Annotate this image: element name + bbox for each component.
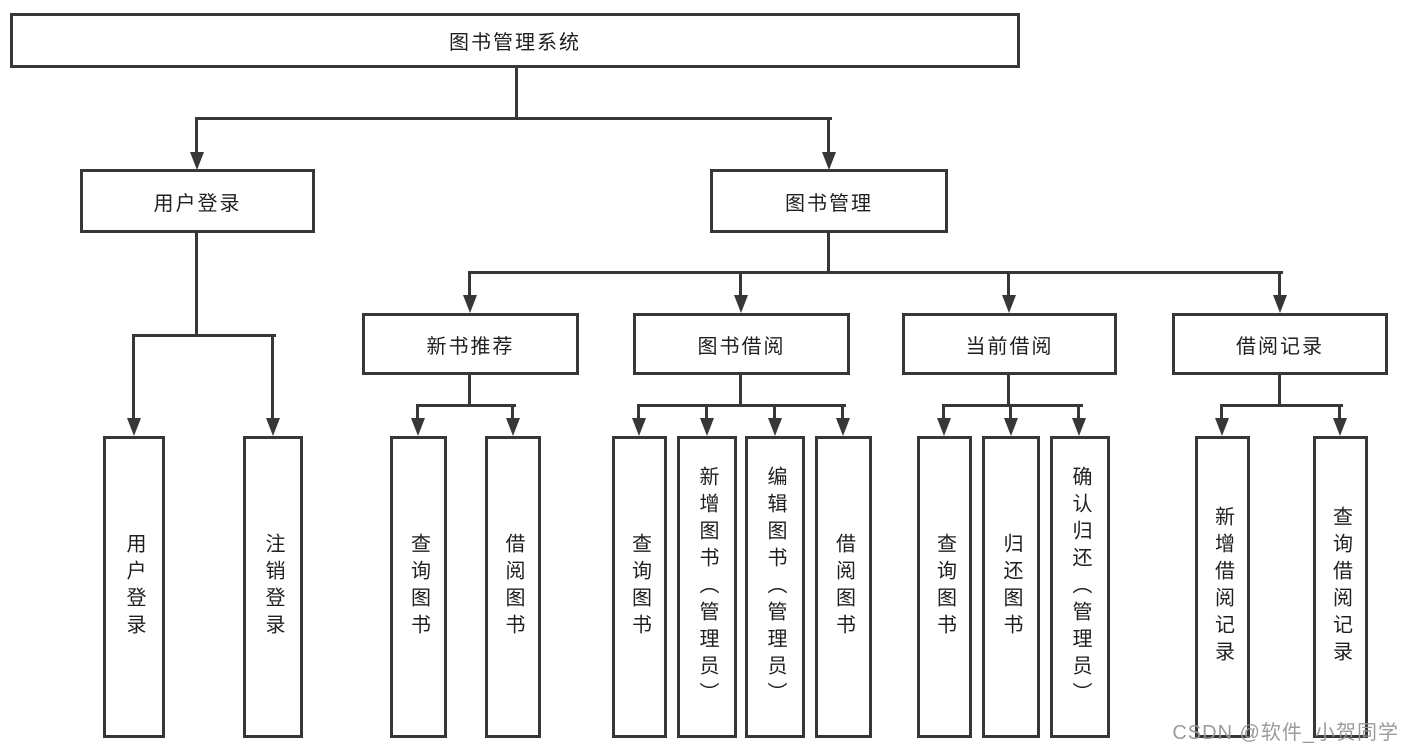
leaf-query-books-recommend: 查询图书 (390, 436, 447, 738)
arrow-down-icon (266, 418, 280, 436)
edge-stub (705, 404, 708, 420)
arrow-down-icon (836, 418, 850, 436)
edge-book-borrow-rail (637, 404, 846, 407)
arrow-down-icon (632, 418, 646, 436)
leaf-label: 借阅图书 (502, 533, 524, 641)
node-label: 用户登录 (153, 192, 242, 215)
edge-to-current-borrow (1007, 271, 1010, 297)
leaf-label: 用户登录 (123, 533, 145, 641)
arrow-down-icon (190, 152, 204, 170)
leaf-label: 确认归还（管理员） (1069, 465, 1091, 709)
arrow-down-icon (734, 295, 748, 313)
leaf-label: 编辑图书（管理员） (764, 465, 786, 709)
edge-stub (841, 404, 844, 420)
edge-to-book-borrow (739, 271, 742, 297)
edge-stub (511, 404, 514, 420)
leaf-label: 归还图书 (1000, 533, 1022, 641)
edge-new-book-drop (468, 375, 471, 407)
edge-book-mgmt-rail (468, 271, 1283, 274)
leaf-query-books-borrowing: 查询图书 (612, 436, 667, 738)
edge-to-leaf-login (132, 334, 135, 420)
leaf-label: 查询图书 (628, 533, 651, 641)
edge-to-book-management (827, 117, 830, 154)
edge-stub (1338, 404, 1341, 420)
arrow-down-icon (1004, 418, 1018, 436)
edge-to-borrow-record (1278, 271, 1281, 297)
arrow-down-icon (506, 418, 520, 436)
arrow-down-icon (937, 418, 951, 436)
edge-stub (1220, 404, 1223, 420)
leaf-label: 查询借阅记录 (1329, 506, 1352, 668)
arrow-down-icon (700, 418, 714, 436)
arrow-down-icon (1215, 418, 1229, 436)
leaf-borrow-books-recommend: 借阅图书 (485, 436, 541, 738)
node-label: 新书推荐 (426, 335, 515, 358)
leaf-user-login: 用户登录 (103, 436, 165, 738)
node-new-book-recommendation: 新书推荐 (362, 313, 579, 375)
leaf-add-books-admin: 新增图书（管理员） (677, 436, 737, 738)
edge-to-user-login (195, 117, 198, 154)
edge-borrow-record-drop (1278, 375, 1281, 407)
node-label: 借阅记录 (1236, 335, 1324, 358)
leaf-edit-books-admin: 编辑图书（管理员） (745, 436, 805, 738)
edge-root-drop (515, 68, 518, 120)
arrow-down-icon (1333, 418, 1347, 436)
node-label: 图书借阅 (697, 335, 786, 358)
arrow-down-icon (127, 418, 141, 436)
edge-user-login-drop (195, 233, 198, 337)
leaf-label: 注销登录 (262, 533, 284, 641)
arrow-down-icon (1072, 418, 1086, 436)
leaf-query-books-current: 查询图书 (917, 436, 972, 738)
leaf-label: 查询图书 (933, 533, 956, 641)
edge-to-new-book (468, 271, 471, 297)
edge-stub (1009, 404, 1012, 420)
leaf-add-borrow-record: 新增借阅记录 (1195, 436, 1250, 738)
leaf-logout: 注销登录 (243, 436, 303, 738)
edge-new-book-rail (416, 404, 516, 407)
node-current-borrowing: 当前借阅 (902, 313, 1117, 375)
arrow-down-icon (1273, 295, 1287, 313)
edge-stub (942, 404, 945, 420)
leaf-query-borrow-record: 查询借阅记录 (1313, 436, 1368, 738)
leaf-label: 借阅图书 (832, 533, 855, 641)
node-book-management: 图书管理 (710, 169, 948, 233)
csdn-watermark: CSDN @软件_小贺同学 (1172, 722, 1399, 744)
leaf-return-books: 归还图书 (982, 436, 1040, 738)
leaf-label: 新增图书（管理员） (696, 465, 718, 709)
edge-stub (773, 404, 776, 420)
node-user-login: 用户登录 (80, 169, 315, 233)
edge-current-borrow-rail (942, 404, 1083, 407)
edge-stub (1077, 404, 1080, 420)
node-library-management-system: 图书管理系统 (10, 13, 1020, 68)
arrow-down-icon (1002, 295, 1016, 313)
edge-root-rail (195, 117, 832, 120)
edge-user-login-rail (132, 334, 276, 337)
node-borrowing-records: 借阅记录 (1172, 313, 1388, 375)
edge-current-borrow-drop (1007, 375, 1010, 407)
arrow-down-icon (463, 295, 477, 313)
node-label: 当前借阅 (965, 335, 1054, 358)
leaf-confirm-return-admin: 确认归还（管理员） (1050, 436, 1110, 738)
edge-book-mgmt-drop (827, 233, 830, 274)
arrow-down-icon (822, 152, 836, 170)
node-label: 图书管理 (785, 192, 873, 215)
node-label: 图书管理系统 (449, 32, 581, 54)
leaf-label: 查询图书 (407, 533, 430, 641)
leaf-borrow-books-borrowing: 借阅图书 (815, 436, 872, 738)
edge-to-leaf-logout (271, 334, 274, 420)
edge-stub (416, 404, 419, 420)
arrow-down-icon (411, 418, 425, 436)
edge-stub (637, 404, 640, 420)
leaf-label: 新增借阅记录 (1211, 506, 1234, 668)
node-book-borrowing: 图书借阅 (633, 313, 850, 375)
arrow-down-icon (768, 418, 782, 436)
edge-borrow-record-rail (1220, 404, 1343, 407)
edge-book-borrow-drop (739, 375, 742, 407)
